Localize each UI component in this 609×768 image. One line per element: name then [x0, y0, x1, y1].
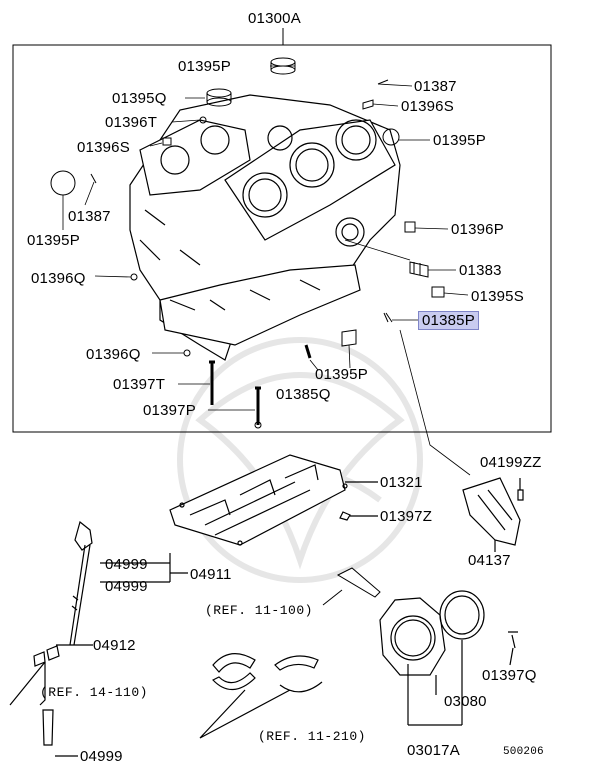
label-03017A[interactable]: 03017A: [407, 742, 460, 759]
oil-seal-retainer: [379, 590, 518, 726]
bracket-part: [462, 477, 524, 552]
label-01396T[interactable]: 01396T: [105, 114, 158, 131]
label-01395P-top[interactable]: 01395P: [178, 58, 231, 75]
dipstick-assembly: [9, 520, 188, 757]
catalog-code: 500206: [503, 746, 544, 758]
label-01395P-left[interactable]: 01395P: [27, 232, 80, 249]
ref-11-100[interactable]: (REF. 11-100): [205, 603, 313, 618]
label-04137[interactable]: 04137: [468, 552, 511, 569]
label-03080[interactable]: 03080: [444, 693, 487, 710]
label-04999-c[interactable]: 04999: [80, 748, 123, 765]
label-01395S[interactable]: 01395S: [471, 288, 524, 305]
label-01396S-right[interactable]: 01396S: [401, 98, 454, 115]
label-01387-left[interactable]: 01387: [68, 208, 111, 225]
leader-lines: [62, 65, 469, 411]
label-01397Q[interactable]: 01397Q: [482, 667, 537, 684]
oil-baffle: [169, 454, 378, 546]
label-01385P-highlighted[interactable]: 01385P: [418, 311, 479, 330]
label-04911[interactable]: 04911: [190, 566, 232, 583]
assembly-frame: [12, 44, 552, 433]
leader-frame-to-bracket: [399, 329, 471, 476]
label-01397T[interactable]: 01397T: [113, 376, 166, 393]
sealant-tube: [322, 567, 381, 606]
label-01396P[interactable]: 01396P: [451, 221, 504, 238]
label-01397Z[interactable]: 01397Z: [380, 508, 433, 525]
label-01396Q-upper[interactable]: 01396Q: [31, 270, 86, 287]
label-01396S-left[interactable]: 01396S: [77, 139, 130, 156]
label-04999-b[interactable]: 04999: [105, 578, 148, 595]
label-04999-a[interactable]: 04999: [105, 556, 148, 573]
label-01397P[interactable]: 01397P: [143, 402, 196, 419]
label-01321[interactable]: 01321: [380, 474, 423, 491]
label-01395Q[interactable]: 01395Q: [112, 90, 167, 107]
label-01396Q-lower[interactable]: 01396Q: [86, 346, 141, 363]
ref-11-210[interactable]: (REF. 11-210): [258, 729, 366, 744]
label-04199ZZ[interactable]: 04199ZZ: [480, 454, 542, 471]
engine-block: [129, 94, 401, 361]
label-01385Q[interactable]: 01385Q: [276, 386, 331, 403]
label-04912[interactable]: 04912: [93, 637, 136, 654]
ref-14-110[interactable]: (REF. 14-110): [40, 685, 148, 700]
label-01300A: 01300A: [248, 10, 301, 27]
bearing-shells: [199, 653, 323, 739]
label-01387-right[interactable]: 01387: [414, 78, 457, 95]
label-01395P-bottom[interactable]: 01395P: [315, 366, 368, 383]
small-parts: [50, 57, 445, 429]
label-01383[interactable]: 01383: [459, 262, 502, 279]
label-01395P-right[interactable]: 01395P: [433, 132, 486, 149]
